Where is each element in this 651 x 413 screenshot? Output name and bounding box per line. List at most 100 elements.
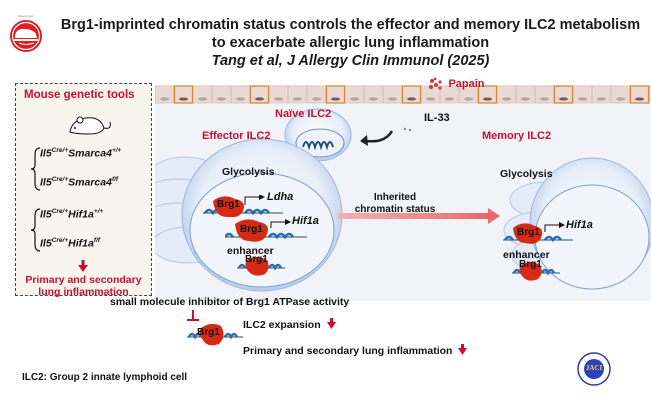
cell-nucleus <box>331 97 340 101</box>
cell-nucleus <box>407 97 416 101</box>
goblet-cell <box>629 85 650 104</box>
mouse-logo: Mouse Icon <box>6 14 46 59</box>
brace-icon <box>30 147 41 191</box>
epithelial-cell <box>288 85 307 104</box>
effect-ilc2-expansion: ILC2 expansion <box>243 318 336 331</box>
memory-brg1-enhancer-complex: Brg1 <box>512 259 562 288</box>
epithelial-cell <box>155 85 174 104</box>
chromatin-coil-icon <box>302 141 334 151</box>
effect-lung-inflammation-label: Primary and secondary lung inflammation <box>243 345 453 357</box>
cell-nucleus <box>540 97 549 101</box>
epithelial-cell <box>497 85 516 104</box>
memory-brg1-hif1a-complex: Brg1 Hif1a <box>503 219 593 249</box>
mouse-logo-icon <box>10 20 42 52</box>
inherited-line2: chromatin status <box>354 204 436 215</box>
toolbox-title: Mouse genetic tools <box>24 89 135 101</box>
brg1-label: Brg1 <box>197 327 220 338</box>
down-arrow-icon <box>78 260 88 272</box>
goblet-cell <box>325 85 346 104</box>
cell-nucleus <box>160 97 169 101</box>
down-arrow-icon <box>326 318 336 329</box>
down-arrow-icon <box>458 344 468 355</box>
jaci-logo-text: JACI <box>585 364 603 372</box>
epithelial-cell <box>440 85 459 104</box>
cell-nucleus <box>369 97 378 101</box>
cell-nucleus <box>217 97 226 101</box>
cell-nucleus <box>350 97 359 101</box>
cell-nucleus <box>578 97 587 101</box>
epithelium-layer <box>155 85 651 104</box>
page-title: Brg1-imprinted chromatin status controls… <box>60 17 641 33</box>
brg1-protein-icon <box>187 323 243 346</box>
goblet-cell <box>401 85 422 104</box>
effector-ilc2-label: Effector ILC2 <box>202 130 271 142</box>
il33-label: IL-33 <box>424 112 450 124</box>
epithelial-cell <box>345 85 364 104</box>
brg1-label: Brg1 <box>517 227 540 238</box>
inherited-line1: Inherited <box>373 192 417 203</box>
epithelial-cell <box>307 85 326 104</box>
cell-nucleus <box>236 97 245 101</box>
il33-arrow-icon <box>366 130 394 143</box>
memory-ilc2-label: Memory ILC2 <box>482 130 552 142</box>
memory-glycolysis-label: Glycolysis <box>500 168 553 180</box>
brg1-protein-icon <box>203 194 283 218</box>
inhibited-brg1-complex: Brg1 <box>187 322 247 353</box>
genotype-hif1a-wt: Il5Cre/+Hif1a+/+ <box>40 208 104 221</box>
cell-nucleus <box>179 97 188 101</box>
brg1-enhancer-complex: Brg1 <box>237 254 287 283</box>
goblet-cell <box>553 85 574 104</box>
mouse-genetic-tools-box: Mouse genetic tools Il5Cre/+Smarca4+/+ I… <box>15 83 152 298</box>
papain-marker: Papain <box>428 75 485 93</box>
epithelial-cell <box>383 85 402 104</box>
cell-nucleus <box>464 97 473 101</box>
abbreviation-note: ILC2: Group 2 innate lymphoid cell <box>22 372 188 383</box>
cell-nucleus <box>293 97 302 101</box>
epithelial-cell <box>459 85 478 104</box>
epithelial-cell <box>535 85 554 104</box>
cell-nucleus <box>559 97 568 101</box>
epithelial-cell <box>269 85 288 104</box>
epithelial-cell <box>611 85 630 104</box>
epithelial-cell <box>592 85 611 104</box>
inhibition-symbol-icon <box>187 310 199 321</box>
brg1-ldha-complex: Brg1 Ldha <box>203 191 293 222</box>
memory-enhancer-label: enhancer <box>503 249 550 261</box>
papain-particles-icon <box>429 77 442 90</box>
brg1-protein-icon <box>237 257 285 276</box>
goblet-cell <box>173 85 194 104</box>
cell-nucleus <box>635 97 644 101</box>
cell-nucleus <box>388 97 397 101</box>
brg1-protein-icon <box>512 262 560 281</box>
logo-caption: Mouse Icon <box>18 14 34 18</box>
epithelial-cell <box>649 85 651 104</box>
cell-nucleus <box>502 97 511 101</box>
brg1-hif1a-complex: Brg1 Hif1a <box>223 215 319 247</box>
genotype-smarca4-flox: Il5Cre/+Smarca4f/f <box>40 176 119 189</box>
brg1-protein-icon <box>503 222 573 244</box>
brg1-label: Brg1 <box>240 224 263 235</box>
effect-ilc2-expansion-label: ILC2 expansion <box>243 319 321 331</box>
genotype-smarca4-wt: Il5Cre/+Smarca4+/+ <box>40 147 122 160</box>
brace-icon <box>30 208 41 252</box>
epithelial-cell <box>231 85 250 104</box>
hif1a-gene-label: Hif1a <box>292 215 319 227</box>
title-block: Brg1-imprinted chromatin status controls… <box>0 16 651 76</box>
epithelial-cell <box>212 85 231 104</box>
epithelial-cell <box>364 85 383 104</box>
cell-nucleus <box>312 97 321 101</box>
cell-nucleus <box>597 97 606 101</box>
toolbox-outcome: Primary and secondary lung inflammation <box>25 274 142 298</box>
naive-ilc2-label: Naïve ILC2 <box>275 108 332 120</box>
goblet-cell <box>477 85 498 104</box>
mouse-icon <box>69 116 111 135</box>
brg1-label: Brg1 <box>519 259 542 270</box>
goblet-cell <box>249 85 270 104</box>
genotype-hif1a-flox: Il5Cre/+Hif1af/f <box>40 237 100 250</box>
naive-ilc2-cell <box>284 108 352 162</box>
jaci-logo-icon <box>577 352 611 386</box>
cell-nucleus <box>426 97 435 101</box>
cell-nucleus <box>616 97 625 101</box>
brg1-label: Brg1 <box>245 254 268 265</box>
epithelial-cell <box>516 85 535 104</box>
